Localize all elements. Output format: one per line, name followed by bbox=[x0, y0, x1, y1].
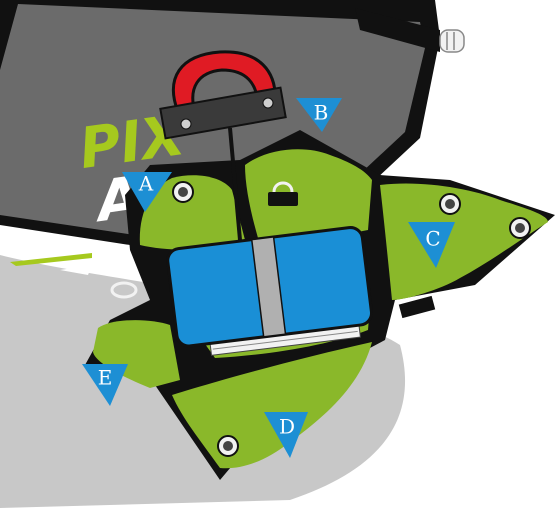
screw-icon bbox=[181, 119, 191, 129]
deployment-bag bbox=[166, 226, 374, 359]
marker-label-b: B bbox=[314, 101, 329, 125]
buckle-icon bbox=[440, 30, 464, 52]
screw-icon bbox=[263, 98, 273, 108]
marker-label-a: A bbox=[138, 172, 154, 196]
marker-label-e: E bbox=[98, 366, 113, 390]
slash-decoration bbox=[10, 253, 92, 266]
marker-label-c: C bbox=[425, 227, 440, 251]
flap-tab bbox=[399, 296, 435, 318]
marker-label-d: D bbox=[279, 415, 295, 439]
